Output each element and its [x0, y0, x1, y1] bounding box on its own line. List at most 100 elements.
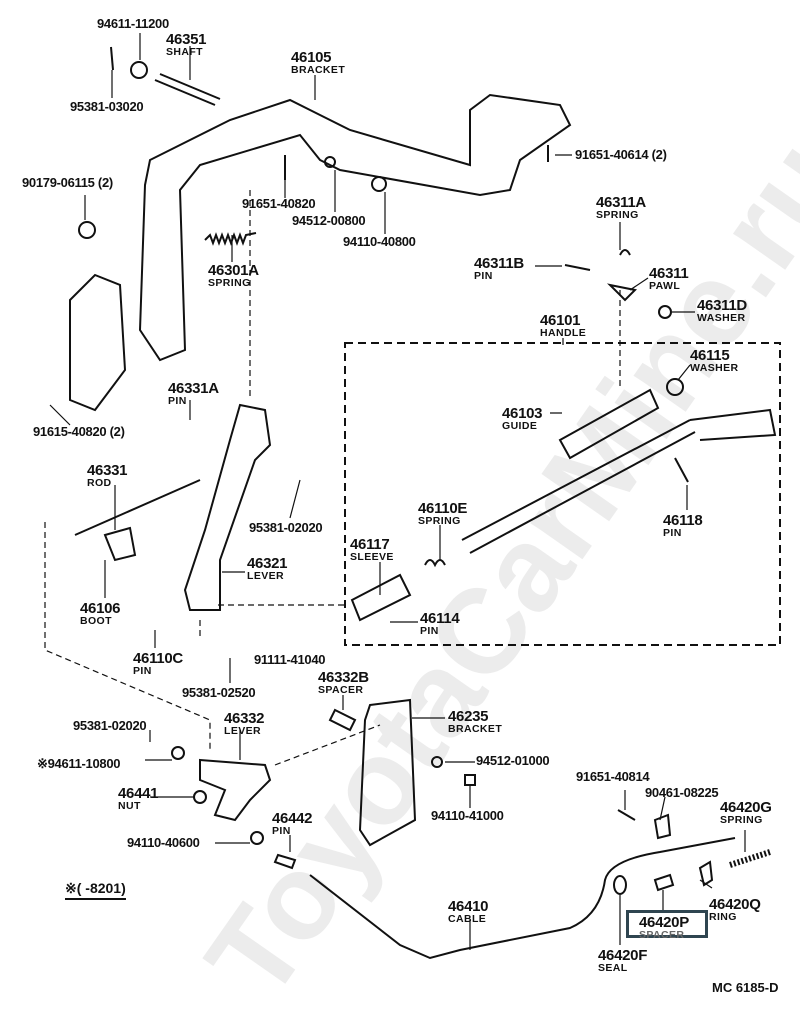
part-number: 95381-03020	[70, 99, 144, 114]
part-number: 46311B	[474, 255, 524, 272]
part-number: 46110E	[418, 500, 468, 517]
part-name: PIN	[420, 625, 439, 637]
lever-46332	[199, 758, 272, 822]
part-name: PIN	[474, 270, 493, 282]
part-label[interactable]: 94512-00800	[292, 213, 366, 228]
part-number: 94110-40800	[343, 234, 416, 249]
washer-94512-01000	[431, 756, 443, 768]
part-label[interactable]: 95381-03020	[70, 99, 144, 114]
part-name: ROD	[87, 477, 112, 489]
bracket-small	[69, 273, 127, 412]
part-number: 46331A	[168, 380, 219, 397]
part-label[interactable]: 95381-02020	[249, 521, 323, 534]
part-number: 94512-00800	[292, 213, 366, 228]
part-label[interactable]: 95381-02520	[182, 685, 256, 700]
sleeve-46117	[350, 573, 412, 622]
part-label[interactable]: 91651-40614 (2)	[575, 148, 667, 161]
part-name: BOOT	[80, 615, 112, 627]
part-number: 46106	[80, 600, 121, 617]
part-label[interactable]: ※94611-10800	[37, 756, 121, 771]
part-label[interactable]: 91111-41040	[254, 653, 325, 666]
ring-46420Q	[698, 860, 714, 887]
rod-46331	[74, 479, 201, 536]
bracket-46235	[358, 698, 417, 847]
nut-94110-41000	[464, 774, 476, 786]
part-name: SPRING	[418, 515, 461, 527]
part-number: 46311D	[697, 297, 747, 314]
part-number: 46103	[502, 405, 543, 422]
part-number: 46321	[247, 555, 288, 572]
spring-46110E	[424, 559, 446, 568]
part-label[interactable]: 91651-40814	[576, 769, 650, 784]
part-label[interactable]: 94512-01000	[476, 753, 550, 768]
part-name: GUIDE	[502, 420, 538, 432]
part-name: WASHER	[690, 362, 739, 374]
leader-lines	[49, 33, 746, 950]
part-label[interactable]: 91615-40820 (2)	[33, 425, 125, 438]
part-number: 91615-40820 (2)	[33, 424, 125, 439]
part-name: PIN	[133, 665, 152, 677]
part-number: 91111-41040	[254, 652, 326, 667]
part-number: 91651-40814	[576, 769, 650, 784]
nut-90179-06115	[78, 221, 96, 239]
part-name: PIN	[168, 395, 187, 407]
part-number: 46441	[118, 785, 159, 802]
spring-46420G	[729, 849, 771, 868]
part-name: SPRING	[208, 277, 251, 289]
part-number: ※94611-10800	[37, 756, 121, 771]
part-label[interactable]: 94611-11200	[97, 17, 169, 30]
part-label[interactable]: 95381-02020	[73, 719, 147, 732]
part-label[interactable]: 94110-41000	[431, 809, 504, 822]
bolt-91651-40814	[617, 809, 636, 821]
part-label[interactable]: 94110-40800	[343, 235, 416, 248]
boot-46106	[103, 526, 137, 562]
part-label[interactable]: 91651-40820	[242, 197, 316, 210]
part-name: SEAL	[598, 962, 628, 974]
part-label[interactable]: 94110-40600	[127, 836, 200, 849]
part-number: 94512-01000	[476, 753, 550, 768]
part-name: BRACKET	[448, 723, 503, 735]
nut-94110-40800	[371, 176, 387, 192]
part-number: 90461-08225	[645, 785, 719, 800]
part-label[interactable]: 90461-08225	[645, 785, 719, 800]
part-number: 46420G	[720, 799, 772, 816]
part-number: 95381-02520	[182, 685, 256, 700]
part-label[interactable]: 90179-06115 (2)	[22, 176, 113, 189]
part-number: 46301A	[208, 262, 259, 279]
part-number: 46332	[224, 710, 265, 727]
part-number: 91651-40614 (2)	[575, 147, 667, 162]
part-number: 46115	[690, 347, 730, 364]
part-number: 46420P	[639, 914, 689, 931]
spacer-46332B	[328, 708, 357, 732]
washer-94512-00800	[324, 156, 336, 168]
